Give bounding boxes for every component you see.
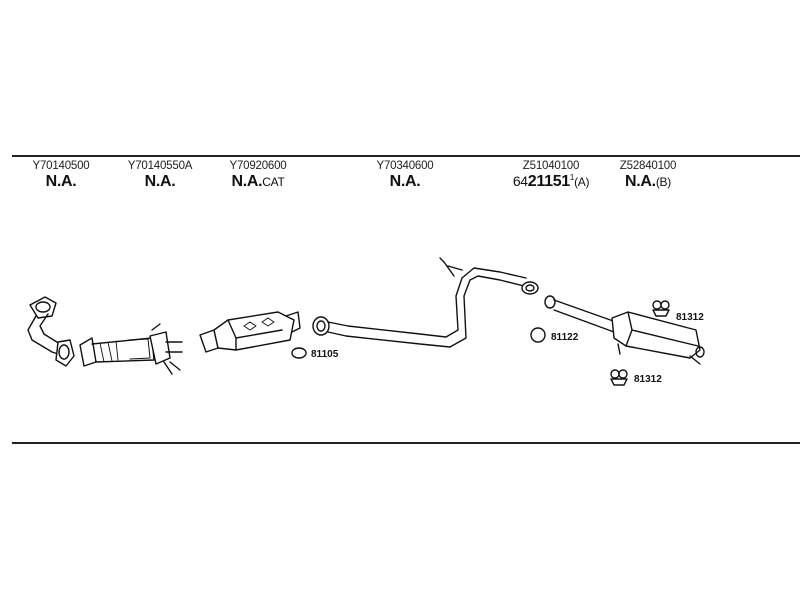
- catalytic-converter-drawing: [199, 311, 301, 353]
- column-front-pipe: Y70140500 N.A.: [30, 160, 92, 191]
- part-code: Y70140550A: [127, 160, 193, 172]
- front-pipe-drawing: [27, 296, 75, 367]
- part-code: Y70920600: [229, 160, 287, 172]
- label-81122: 81122: [551, 332, 579, 343]
- part-prefix: 64: [512, 173, 528, 189]
- part-value: N.A.: [625, 173, 656, 190]
- middle-pipe-drawing: [312, 257, 539, 348]
- part-code: Y70140500: [32, 160, 90, 172]
- column-flex-pipe: Y70140550A N.A.: [124, 160, 196, 191]
- part-code: Y70340600: [376, 160, 434, 172]
- part-suffix: (A): [574, 175, 590, 189]
- part-value: N.A.: [144, 173, 176, 190]
- gasket-81122-drawing: [530, 327, 546, 343]
- column-middle-pipe: Y70340600 N.A.: [372, 160, 438, 191]
- part-code: Z51040100: [522, 160, 580, 172]
- hanger-81312-bottom-drawing: [610, 369, 628, 386]
- column-catalyst: Y70920600 N.A.CAT: [225, 160, 291, 191]
- part-value: N.A.: [231, 173, 263, 190]
- top-rule: [12, 155, 800, 157]
- bottom-rule: [12, 442, 800, 444]
- rear-silencer-drawing: [544, 295, 705, 365]
- flex-pipe-drawing: [79, 323, 183, 375]
- part-suffix: CAT: [262, 175, 285, 189]
- gasket-81105-drawing: [291, 347, 307, 359]
- part-value: 21151: [527, 173, 570, 190]
- column-rear-silencer: Z52840100 N.A.(B): [614, 160, 682, 191]
- part-superscript: 1: [569, 173, 575, 182]
- hanger-81312-top-drawing: [652, 300, 670, 317]
- part-value: N.A.: [389, 173, 421, 190]
- part-suffix: (B): [655, 175, 671, 189]
- column-rear-pipe: Z51040100 64211511(A): [503, 160, 599, 191]
- part-code: Z52840100: [619, 160, 677, 172]
- part-value: N.A.: [45, 173, 77, 190]
- label-81312-bottom: 81312: [634, 374, 662, 385]
- label-81312-top: 81312: [676, 312, 704, 323]
- label-81105: 81105: [311, 349, 339, 360]
